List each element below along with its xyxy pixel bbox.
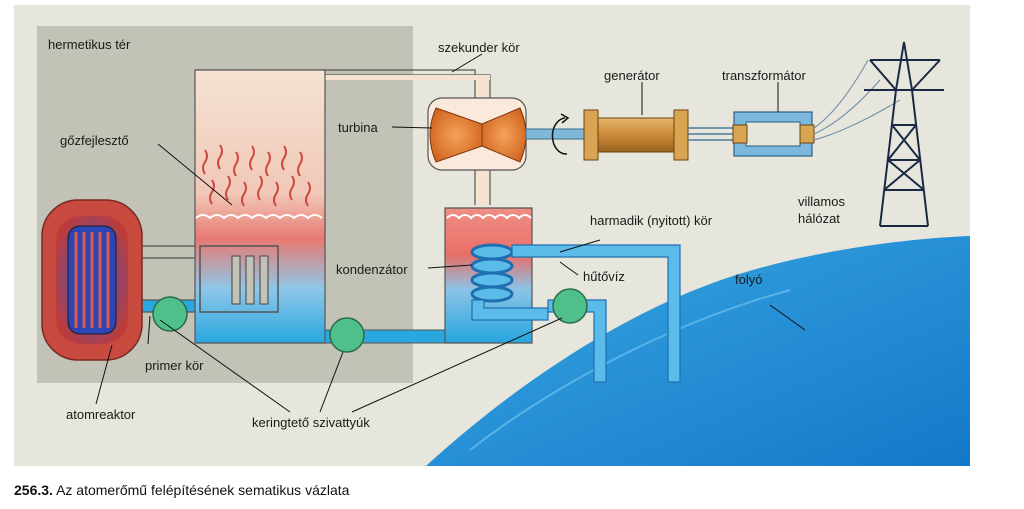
label-reactor: atomreaktor: [66, 407, 136, 422]
label-turbine: turbina: [338, 120, 378, 135]
caption-text: Az atomerőmű felépítésének sematikus váz…: [56, 482, 350, 498]
label-generator: generátor: [604, 68, 660, 83]
pump-icon: [552, 288, 588, 324]
turbine-icon: [427, 97, 527, 171]
label-steam-generator: gőzfejlesztő: [60, 133, 129, 148]
label-pumps: keringtető szivattyúk: [252, 415, 370, 430]
generator-icon: [583, 109, 689, 161]
label-primary-loop: primer kör: [145, 358, 204, 373]
pylon-icon: [864, 41, 944, 227]
label-secondary-loop: szekunder kör: [438, 40, 520, 55]
caption-number: 256.3.: [14, 482, 53, 498]
label-grid-line1: villamos: [798, 194, 845, 209]
condenser-coil-icon: [470, 243, 514, 303]
figure-caption: 256.3. Az atomerőmű felépítésének semati…: [14, 482, 349, 498]
label-hermetic-zone: hermetikus tér: [48, 37, 131, 52]
label-grid-line2: hálózat: [798, 211, 840, 226]
steam-generator-tubes: [199, 245, 279, 313]
leader-lines: [95, 53, 806, 413]
label-condenser: kondenzátor: [336, 262, 408, 277]
label-tertiary-loop: harmadik (nyitott) kör: [590, 213, 713, 228]
label-river: folyó: [735, 272, 763, 287]
label-cooling-water: hűtővíz: [583, 269, 625, 284]
reactor-icon: [41, 199, 143, 361]
label-transformer: transzformátor: [722, 68, 806, 83]
pump-icon: [329, 317, 365, 353]
steam-marks: [202, 144, 311, 207]
transformer-icon: [732, 111, 815, 157]
rotation-arrow-icon: [551, 117, 568, 155]
river-icon: [426, 236, 970, 466]
pump-icon: [152, 296, 188, 332]
